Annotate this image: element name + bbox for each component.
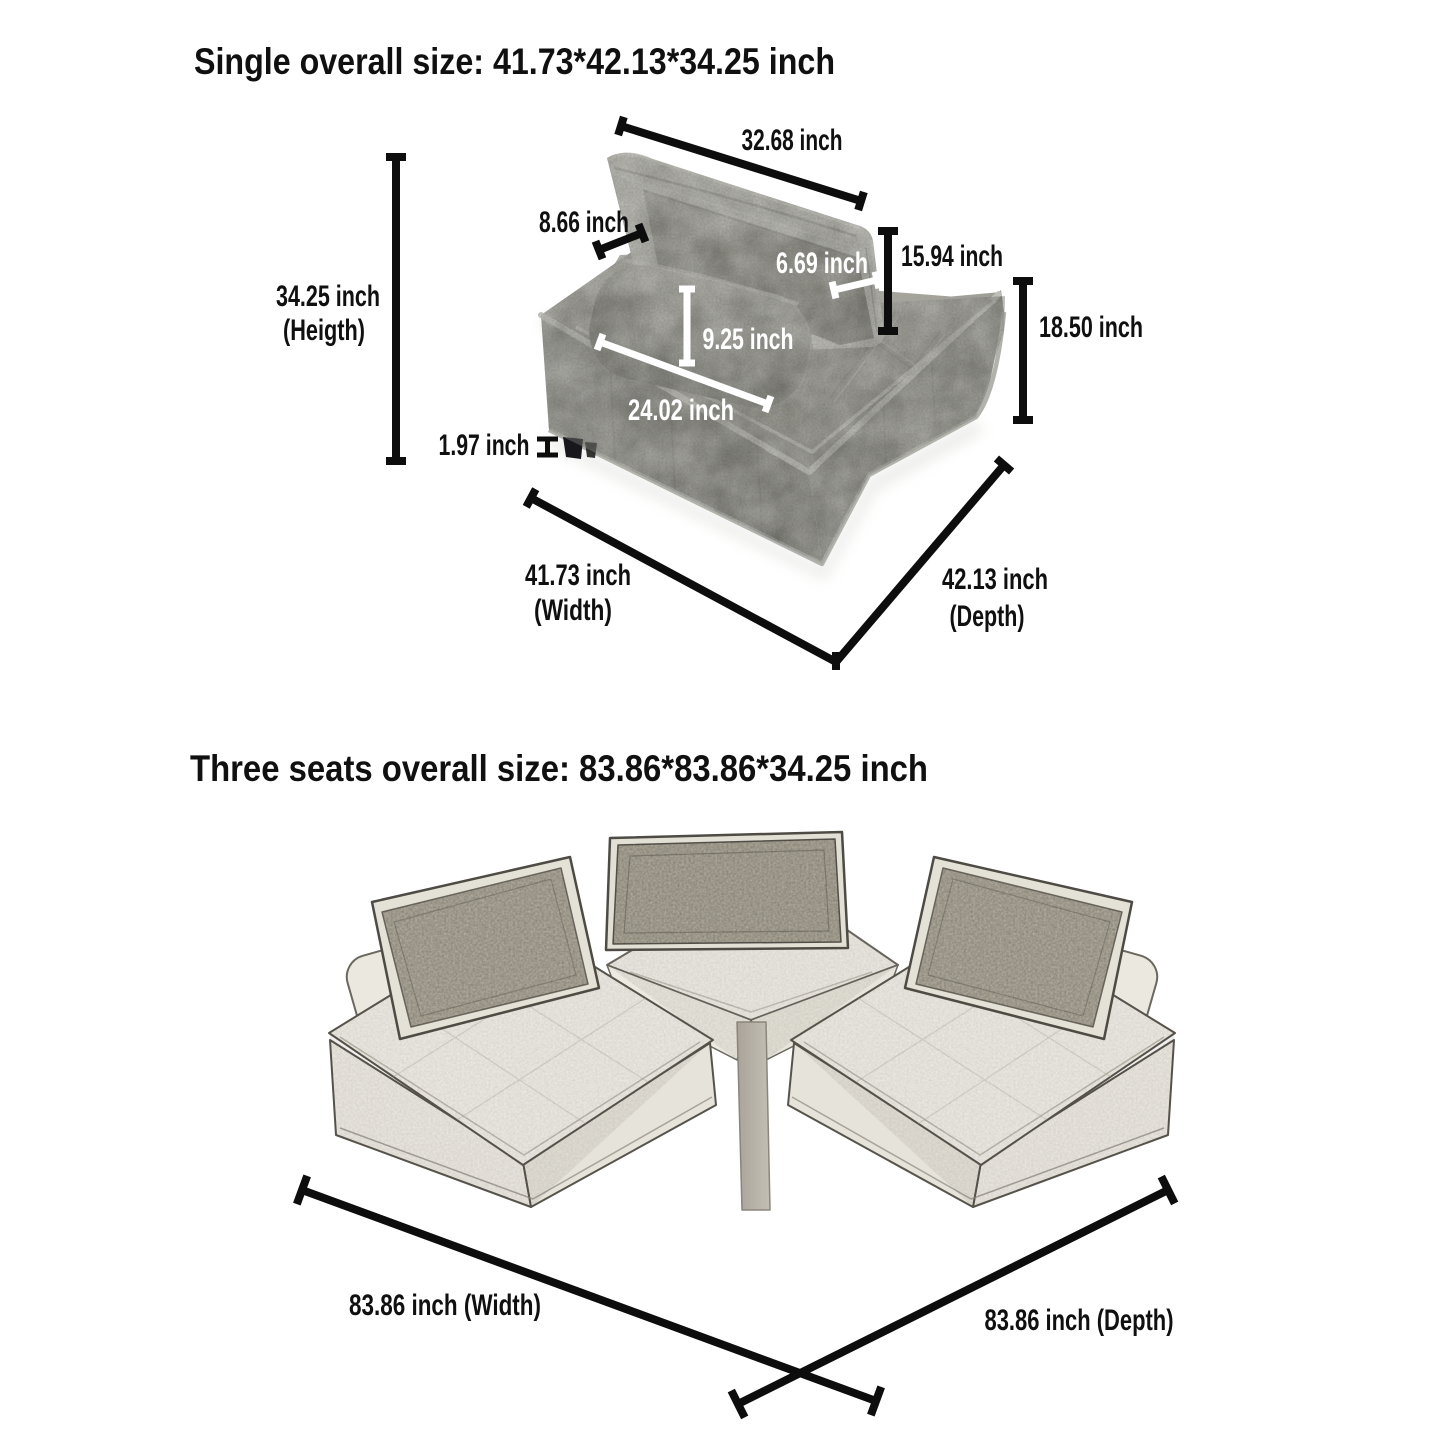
svg-text:24.02 inch: 24.02 inch bbox=[628, 394, 734, 427]
svg-text:32.68 inch: 32.68 inch bbox=[742, 124, 843, 157]
svg-text:(Width): (Width) bbox=[534, 594, 612, 627]
svg-text:34.25 inch: 34.25 inch bbox=[276, 280, 380, 313]
svg-text:Three seats overall size: 83.8: Three seats overall size: 83.86*83.86*34… bbox=[190, 748, 928, 789]
svg-text:83.86 inch (Depth): 83.86 inch (Depth) bbox=[985, 1304, 1174, 1337]
svg-text:15.94 inch: 15.94 inch bbox=[901, 240, 1003, 273]
svg-text:41.73 inch: 41.73 inch bbox=[525, 559, 631, 592]
svg-text:(Heigth): (Heigth) bbox=[283, 314, 365, 347]
svg-text:Single overall size: 41.73*42.: Single overall size: 41.73*42.13*34.25 i… bbox=[194, 41, 835, 82]
svg-text:18.50 inch: 18.50 inch bbox=[1039, 311, 1143, 344]
svg-text:8.66 inch: 8.66 inch bbox=[539, 206, 629, 239]
svg-text:1.97 inch: 1.97 inch bbox=[439, 429, 530, 462]
svg-text:9.25 inch: 9.25 inch bbox=[703, 323, 794, 356]
svg-text:6.69 inch: 6.69 inch bbox=[776, 247, 868, 280]
svg-text:42.13 inch: 42.13 inch bbox=[942, 563, 1048, 596]
svg-text:83.86 inch (Width): 83.86 inch (Width) bbox=[349, 1289, 541, 1322]
svg-text:(Depth): (Depth) bbox=[950, 600, 1025, 633]
